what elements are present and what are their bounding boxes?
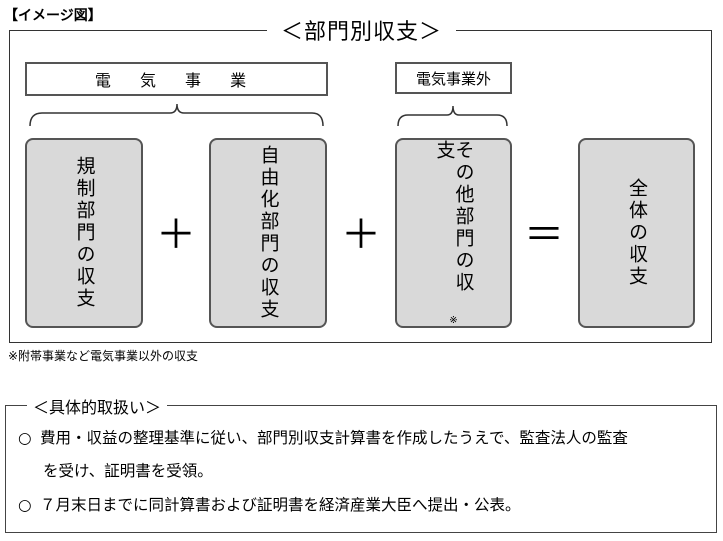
bullet-icon: ○ (18, 496, 32, 514)
column-regulated: 規制部門の収支 (25, 138, 143, 328)
column-liberalized: 自由化部門の収支 (209, 138, 327, 328)
bracket-electric (29, 103, 324, 127)
column-other-label: その他部門の収支 (433, 140, 475, 294)
column-total: 全体の収支 (578, 138, 695, 328)
equals-operator: ＝ (524, 212, 564, 258)
bracket-non-electric (397, 105, 508, 127)
detail-item-1-text: 費用・収益の整理基準に従い、部門別収支計算書を作成したうえで、監査法人の監査 (40, 429, 628, 447)
diagram-title-wrap: ＜部門別収支＞ (0, 14, 723, 46)
column-total-label: 全体の収支 (626, 178, 648, 288)
details-title: ＜具体的取扱い＞ (27, 394, 168, 418)
plus-operator-2: ＋ (341, 212, 381, 258)
bullet-icon: ○ (18, 429, 32, 447)
detail-item-2-text: ７月末日までに同計算書および証明書を経済産業大臣へ提出・公表。 (40, 496, 521, 514)
details-frame (5, 405, 717, 533)
column-other-note-mark: ※ (449, 315, 458, 326)
plus-operator-1: ＋ (156, 212, 196, 258)
category-non-electric: 電気事業外 (395, 62, 512, 94)
footnote: ※附帯事業など電気事業以外の収支 (8, 349, 199, 363)
detail-item-2: ○ ７月末日までに同計算書および証明書を経済産業大臣へ提出・公表。 (18, 493, 521, 515)
diagram-title: ＜部門別収支＞ (266, 20, 456, 45)
detail-item-1-continued: を受け、証明書を受領。 (43, 462, 213, 480)
column-regulated-label: 規制部門の収支 (73, 156, 96, 310)
column-other: その他部門の収支 ※ (395, 138, 512, 328)
detail-item-1: ○ 費用・収益の整理基準に従い、部門別収支計算書を作成したうえで、監査法人の監査 (18, 426, 628, 448)
column-liberalized-label: 自由化部門の収支 (257, 145, 280, 321)
category-electric: 電 気 事 業 (25, 62, 328, 96)
image-label: 【イメージ図】 (4, 8, 102, 24)
